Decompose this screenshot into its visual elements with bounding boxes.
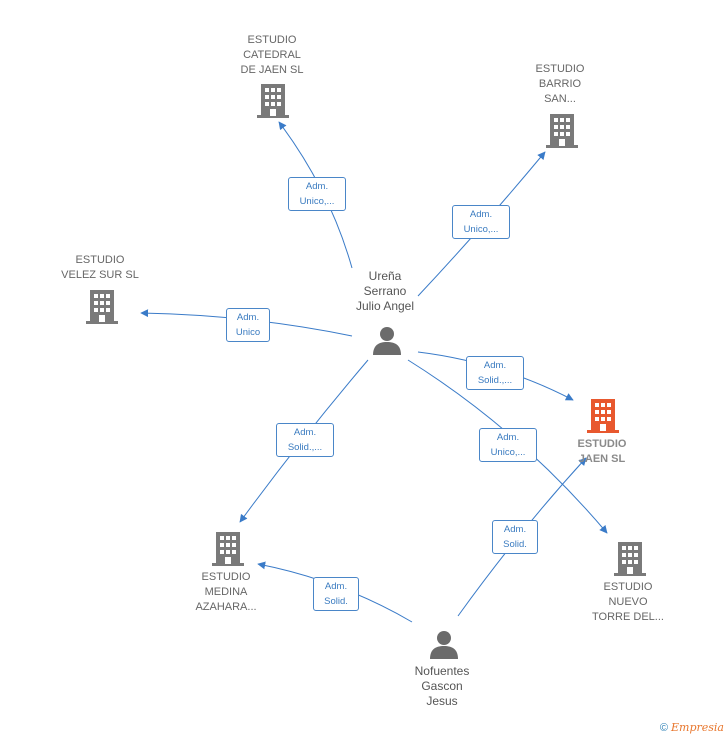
company-node-velez[interactable]: ESTUDIO VELEZ SUR SL bbox=[45, 253, 155, 283]
person-node-urena[interactable]: Ureña Serrano Julio Angel bbox=[335, 269, 435, 314]
edge-label-urena-medina[interactable]: Adm. Solid.,... bbox=[276, 423, 334, 457]
edge-label-urena-velez[interactable]: Adm. Unico bbox=[226, 308, 270, 342]
person-icon bbox=[373, 327, 401, 355]
company-node-jaen[interactable]: ESTUDIO JAEN SL bbox=[556, 437, 648, 467]
company-label-jaen: ESTUDIO JAEN SL bbox=[577, 438, 627, 465]
person-node-nofuentes[interactable]: Nofuentes Gascon Jesus bbox=[392, 664, 492, 709]
copyright-icon: © bbox=[659, 722, 668, 734]
company-label-nuevo: ESTUDIO NUEVO TORRE DEL... bbox=[592, 581, 664, 623]
building-icon bbox=[614, 542, 646, 576]
edge-label-urena-catedral[interactable]: Adm. Unico,... bbox=[288, 177, 346, 211]
company-node-medina[interactable]: ESTUDIO MEDINA AZAHARA... bbox=[176, 570, 276, 615]
edge-label-urena-barrio[interactable]: Adm. Unico,... bbox=[452, 205, 510, 239]
building-icon bbox=[212, 532, 244, 566]
edge-label-nofuentes-medina[interactable]: Adm. Solid. bbox=[313, 577, 359, 611]
edge-label-urena-nuevo[interactable]: Adm. Unico,... bbox=[479, 428, 537, 462]
building-icon bbox=[546, 114, 578, 148]
brand-logo: Empresia bbox=[671, 721, 724, 734]
person-label-nofuentes: Nofuentes Gascon Jesus bbox=[414, 664, 470, 708]
building-icon-highlighted bbox=[587, 399, 619, 433]
company-node-nuevo[interactable]: ESTUDIO NUEVO TORRE DEL... bbox=[578, 580, 678, 625]
company-node-barrio[interactable]: ESTUDIO BARRIO SAN... bbox=[510, 62, 610, 107]
company-label-barrio: ESTUDIO BARRIO SAN... bbox=[535, 63, 585, 105]
company-label-velez: ESTUDIO VELEZ SUR SL bbox=[61, 254, 139, 281]
edge-label-nofuentes-jaen[interactable]: Adm. Solid. bbox=[492, 520, 538, 554]
company-node-catedral[interactable]: ESTUDIO CATEDRAL DE JAEN SL bbox=[222, 33, 322, 78]
company-label-medina: ESTUDIO MEDINA AZAHARA... bbox=[195, 571, 257, 613]
building-icon bbox=[86, 290, 118, 324]
person-icon bbox=[430, 631, 458, 659]
company-label-catedral: ESTUDIO CATEDRAL DE JAEN SL bbox=[240, 34, 304, 76]
footer-credit[interactable]: © Empresia bbox=[660, 721, 724, 734]
person-label-urena: Ureña Serrano Julio Angel bbox=[355, 269, 415, 313]
building-icon bbox=[257, 84, 289, 118]
edge-label-urena-jaen[interactable]: Adm. Solid.,... bbox=[466, 356, 524, 390]
